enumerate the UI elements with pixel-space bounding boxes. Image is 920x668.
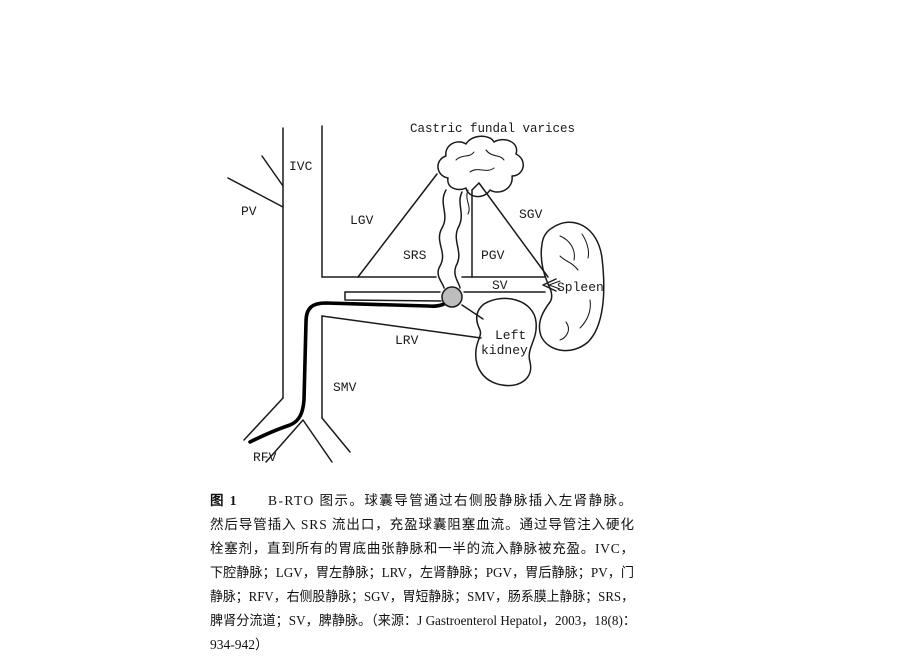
splenic-hilum-arrow (542, 278, 557, 292)
ivc-label: IVC (289, 159, 313, 174)
caption-line-3: 栓塞剂，直到所有的胃底曲张静脉和一半的流入静脉被充盈。IVC， (210, 541, 635, 556)
varices-inner-fold (469, 167, 495, 173)
spleen-inner-mark (581, 233, 590, 259)
caption-line-6: 脾肾分流道；SV，脾静脉。（来源：J Gastroenterol Hepatol… (210, 613, 636, 628)
varices-label: Castric fundal varices (410, 122, 575, 136)
caption-text: B-RTO 图示。球囊导管通过右侧股静脉插入左肾静脉。 (267, 493, 634, 508)
lgv-label: LGV (350, 213, 374, 228)
lrv-label: LRV (395, 333, 419, 348)
spleen-inner-mark (559, 321, 569, 341)
splenic-hilum-arrow (547, 280, 561, 290)
spleen-inner-mark (559, 235, 575, 261)
left-kidney-label-line1: Left (495, 328, 526, 343)
pv-lower-wall (227, 177, 284, 208)
srs-right-wall (454, 191, 463, 289)
srs-label: SRS (403, 248, 427, 263)
pgv-apex (471, 182, 480, 191)
left-kidney-label-line2: kidney (481, 343, 528, 358)
figure-number: 图 1 (210, 493, 238, 508)
srs-left-wall (437, 189, 447, 289)
lrv-top-wall-kidney (461, 304, 484, 320)
caption-line-1: 图 1 B-RTO 图示。球囊导管通过右侧股静脉插入左肾静脉。 (210, 492, 633, 510)
spleen-inner-mark (579, 299, 591, 329)
sgv-label: SGV (519, 207, 543, 222)
caption-line-5: 静脉；RFV，右侧股静脉；SGV，胃短静脉；SMV，肠系膜上静脉；SRS， (210, 589, 634, 604)
right-leg-outer-wall (321, 417, 351, 453)
varices-inner-fold (485, 149, 505, 161)
gastric-fundal-varices (437, 135, 524, 198)
spleen-label: Spleen (557, 280, 604, 295)
spleen-inner-mark (559, 255, 579, 271)
sgv-vessel (478, 182, 549, 278)
lgv-vessel (357, 173, 438, 278)
vein-bifurcation-crotch (265, 419, 333, 463)
sv-label: SV (492, 278, 508, 293)
right-femoral-vein-outer-wall (243, 397, 284, 441)
smv-label: SMV (333, 380, 357, 395)
pv-upper-wall (261, 155, 284, 187)
pv-label: PV (241, 204, 257, 219)
left-kidney-outline (475, 297, 537, 387)
caption-line-2: 然后导管插入 SRS 流出口，充盈球囊阻塞血流。通过导管注入硬化 (210, 517, 635, 532)
caption-line-7: 934-942） (210, 637, 269, 652)
balloon-catheter (248, 297, 452, 444)
lrv-bottom-wall (321, 315, 482, 339)
spleen-outline (538, 221, 605, 352)
lrv-top-wall (344, 291, 442, 302)
varices-feeder (466, 189, 470, 215)
caption-line-4: 下腔静脉；LGV，胃左静脉；LRV，左肾静脉；PGV，胃后静脉；PV，门 (210, 565, 634, 580)
varices-inner-fold (455, 151, 475, 161)
rfv-label: RFV (253, 450, 277, 465)
occlusion-balloon (441, 286, 463, 308)
pgv-label: PGV (481, 248, 505, 263)
